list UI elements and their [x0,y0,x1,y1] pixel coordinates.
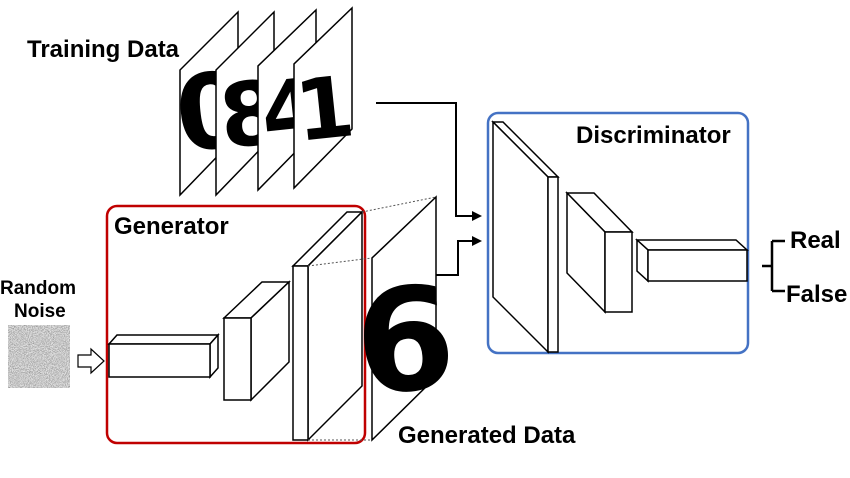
generator-layer-2 [222,280,291,402]
discriminator-box [486,111,750,355]
false-output-label: False [786,281,848,308]
generator-box [105,204,367,445]
random-noise-label-line1: Random [0,278,76,299]
random-noise-label-line2: Noise [14,301,66,322]
generator-layer-1 [107,333,220,379]
training-to-discriminator-arrow [376,102,482,221]
generated-digit: 6 [349,255,462,428]
training-data-stack: 0 8 4 1 [170,6,359,197]
noise-input-arrow [77,347,105,375]
training-data-label: Training Data [27,36,180,63]
discriminator-layer-1 [491,120,560,354]
discriminator-layer-2 [565,191,634,314]
generated-data-card: 6 [349,195,462,442]
output-bracket [762,239,785,293]
training-card-3: 1 [290,6,359,190]
training-digit-3: 1 [290,57,358,161]
projection-lines [307,196,437,441]
random-noise-image [8,325,70,388]
discriminator-layer-3 [635,238,749,283]
generated-data-label: Generated Data [398,422,576,449]
discriminator-label: Discriminator [576,122,731,149]
real-output-label: Real [790,227,841,254]
generator-label: Generator [114,213,229,240]
generated-to-discriminator-arrow [436,236,482,276]
generator-layer-3 [291,210,364,442]
